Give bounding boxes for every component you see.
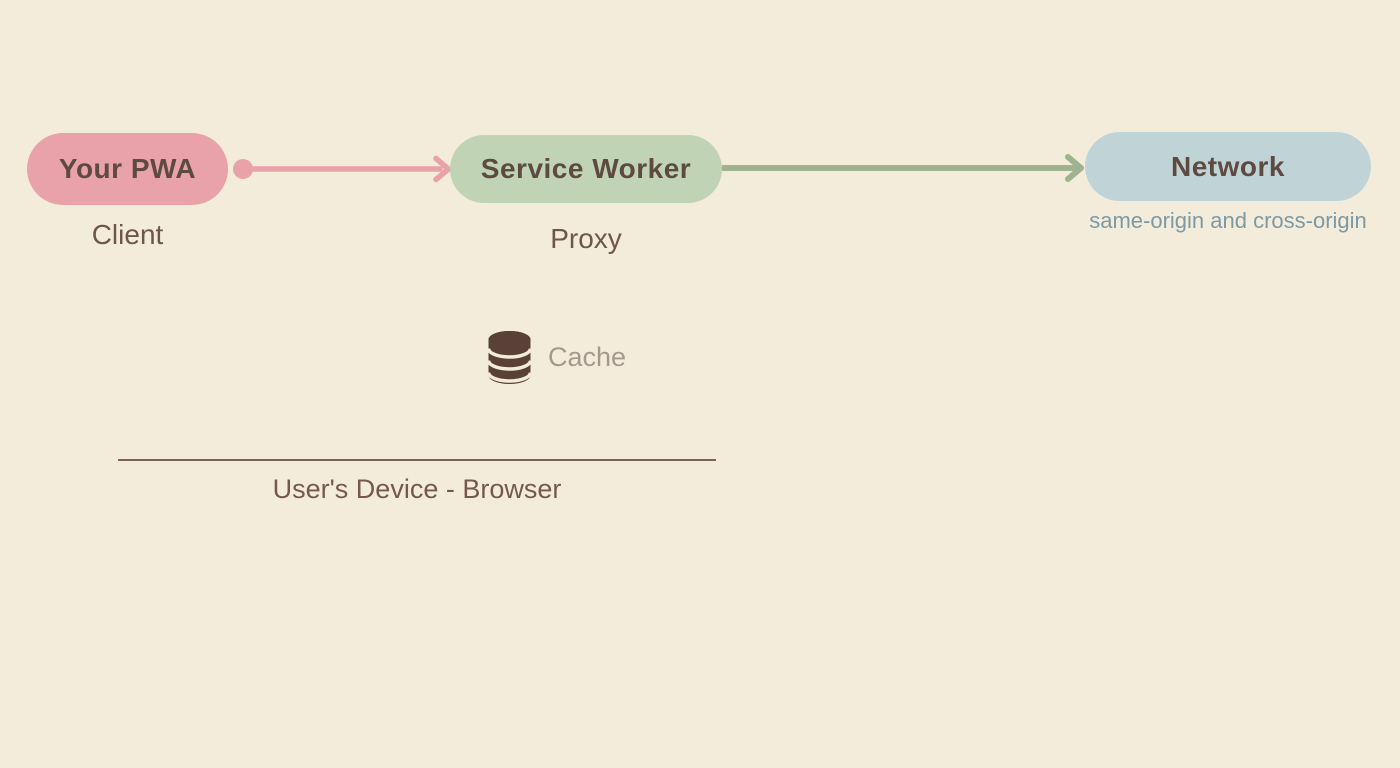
node-service-worker-label: Proxy <box>550 223 622 254</box>
pwa-to-service-worker-arrow <box>233 155 452 183</box>
device-boundary-label: User's Device - Browser <box>272 474 562 504</box>
service-worker-to-network-arrow <box>722 154 1084 182</box>
node-network: Network <box>1085 132 1371 201</box>
node-network-label: same-origin and cross-origin <box>1089 208 1367 233</box>
node-network-title: Network <box>1171 150 1285 182</box>
node-service-worker-title: Service Worker <box>480 153 692 184</box>
node-service-worker: Service Worker <box>450 135 722 203</box>
device-boundary-line <box>118 459 716 461</box>
node-your-pwa: Your PWA <box>27 133 228 205</box>
node-your-pwa-label: Client <box>91 219 164 250</box>
database-icon <box>487 331 532 384</box>
cache-group: Cache <box>487 330 626 385</box>
node-your-pwa-title: Your PWA <box>58 153 197 184</box>
cache-label: Cache <box>548 342 627 372</box>
